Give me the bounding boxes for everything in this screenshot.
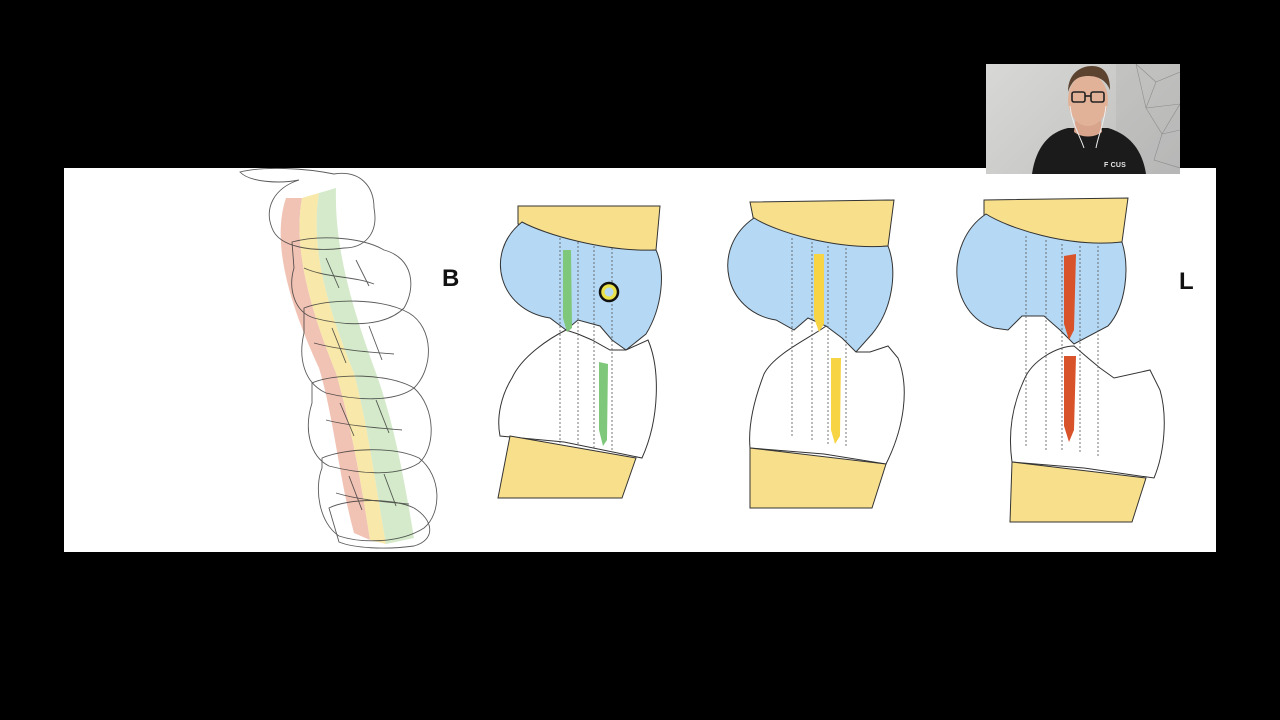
contact-zone-lower	[831, 358, 841, 444]
presenter-face	[1068, 74, 1108, 126]
contact-zone-lower	[599, 362, 608, 446]
upper-crown	[499, 221, 662, 351]
earphone-icon	[1069, 105, 1107, 149]
lower-crown	[498, 329, 657, 459]
upper-crown	[956, 213, 1127, 345]
band-red	[280, 198, 370, 540]
contact-zone-upper	[814, 254, 824, 332]
lower-crown	[749, 325, 905, 465]
lower-gingiva	[497, 435, 637, 499]
cursor-ring-icon	[598, 281, 620, 303]
tooth-pair-red	[956, 197, 1165, 523]
presenter-glasses	[1071, 91, 1105, 103]
occlusion-diagram	[239, 168, 1165, 549]
background-mesh	[1135, 64, 1180, 169]
lower-gingiva	[1009, 461, 1147, 523]
shirt-logo-text: F CUS	[1104, 162, 1126, 169]
band-yellow	[299, 193, 386, 544]
lingual-label: L	[1179, 268, 1194, 295]
presentation-slide: B L	[64, 168, 1216, 552]
upper-crown	[727, 217, 894, 353]
lower-crown	[1010, 345, 1165, 479]
tooth-pair-green	[497, 205, 662, 499]
dental-arch-illustration	[239, 168, 438, 549]
contact-zone-upper	[563, 250, 572, 332]
presenter-shirt	[1032, 128, 1146, 174]
buccal-label: B	[442, 265, 460, 292]
contact-zone-lower	[1064, 356, 1076, 442]
tooth-pair-yellow	[727, 199, 905, 509]
contact-zone-upper	[1064, 254, 1076, 340]
lower-gingiva	[749, 447, 887, 509]
presenter-video	[1032, 64, 1180, 174]
webcam-presenter: F CUS	[986, 64, 1180, 174]
presenter-hair	[1068, 66, 1110, 92]
